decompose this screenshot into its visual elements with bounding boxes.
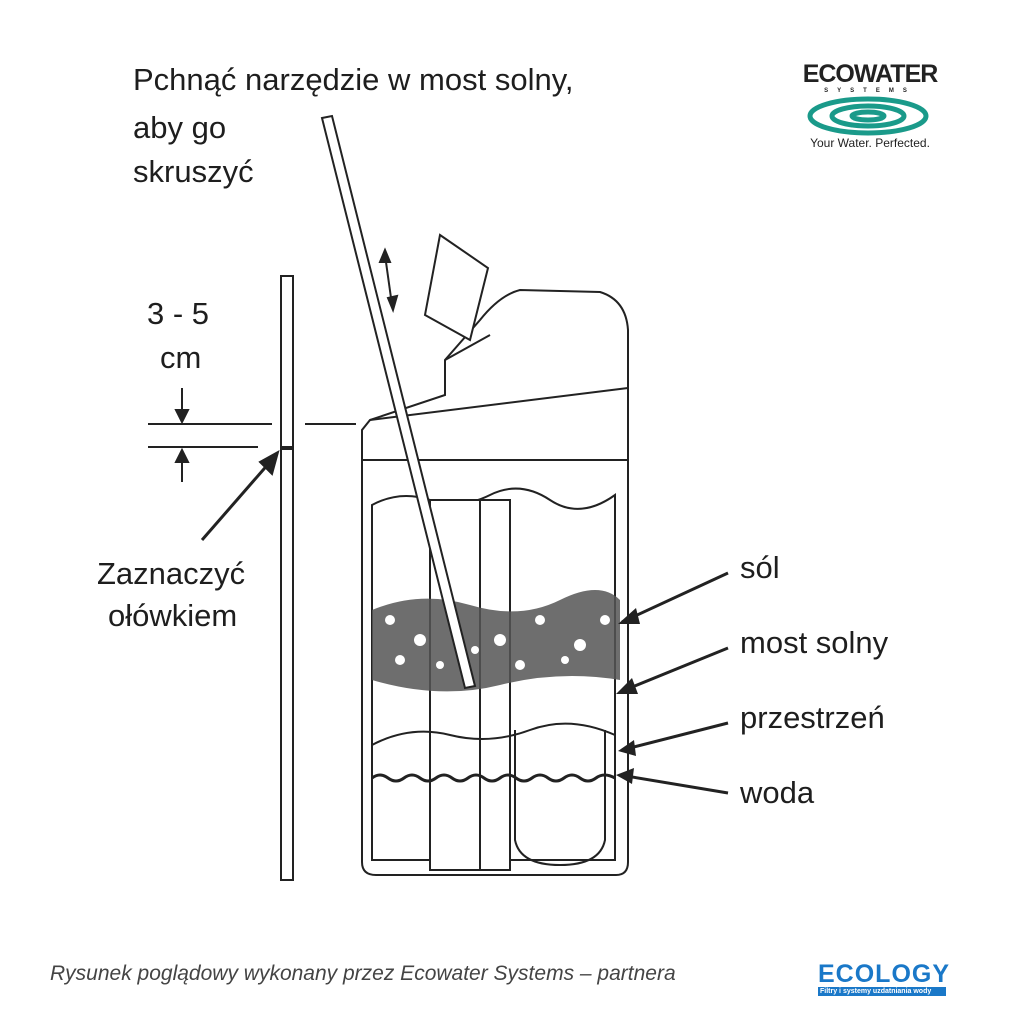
mark-arrow [200,461,272,541]
label-salt-bridge: most solny [740,625,889,660]
title-line-2: aby go [133,110,227,145]
caption: Rysunek poglądowy wykonany przez Ecowate… [50,962,676,985]
title-line-1: Pchnąć narzędzie w most solny, [133,62,574,97]
measure-range: 3 - 5 [147,296,210,331]
ecology-logo: ECOLOGY Filtry i systemy uzdatniania wod… [818,960,951,996]
title-line-3: skruszyć [133,154,254,189]
ecowater-logo-name: ECOWATER [802,60,939,88]
ecowater-swirl-icon [807,96,929,136]
label-space: przestrzeń [740,700,885,735]
ecology-tagline: Filtry i systemy uzdatniania wody [818,987,946,996]
lid [423,233,490,342]
ecology-logo-name: ECOLOGY [818,960,951,988]
ecowater-logo: ECOWATER SYSTEMS Your Water. Perfected. [790,60,950,151]
mark-label-line-2: ołówkiem [108,598,238,633]
label-water: woda [740,775,815,810]
label-salt: sól [740,550,780,585]
ecowater-tagline: Your Water. Perfected. [810,136,930,150]
mark-label-line-1: Zaznaczyć [97,556,246,591]
measure-unit: cm [160,340,202,375]
measuring-stick [280,275,294,881]
tool [320,114,477,690]
ecowater-logo-sub: SYSTEMS [824,88,916,94]
